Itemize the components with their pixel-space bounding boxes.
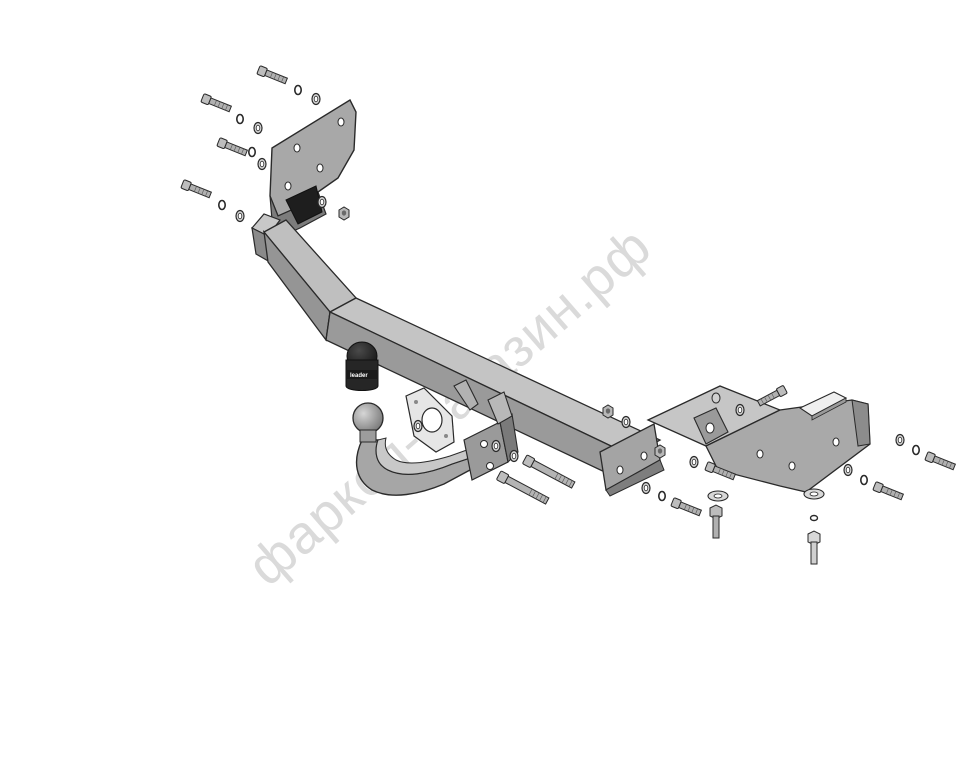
socket-plate [405, 387, 455, 453]
ball-cover-cap: leader [345, 341, 379, 391]
right-bracket-fasteners [602, 384, 957, 565]
right-mounting-bracket [599, 385, 871, 497]
tow-ball [352, 402, 384, 434]
ball-cover-logo: leader [350, 373, 368, 379]
spacer-plate [798, 391, 848, 421]
center-mount-block [453, 379, 519, 481]
main-cross-beam [251, 213, 662, 485]
tow-ball-arm [352, 402, 479, 496]
